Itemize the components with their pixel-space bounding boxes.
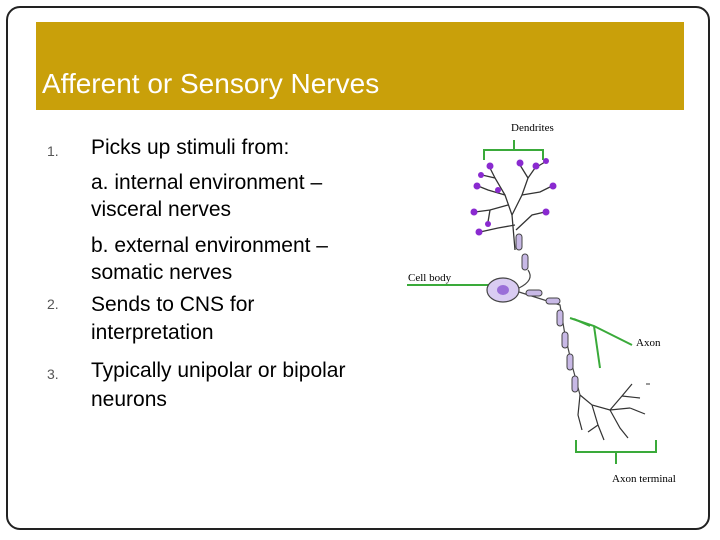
axon-line <box>518 291 581 396</box>
list-item-1-line-3: visceral nerves <box>91 198 232 221</box>
axon-terminal <box>577 383 646 441</box>
slide-title: Afferent or Sensory Nerves <box>42 68 380 99</box>
axon-bracket <box>569 317 633 369</box>
label-axon-terminal: Axon terminal <box>612 473 676 485</box>
list-item-1-line-5: somatic nerves <box>91 261 233 284</box>
list-item-1-line-4: b. external environment – <box>91 234 328 257</box>
list-item-3-line-2: neurons <box>91 388 167 411</box>
list-item-1-line-1: Picks up stimuli from: <box>91 136 290 159</box>
cell-body <box>486 269 531 303</box>
list-item-2-line-1: Sends to CNS for <box>91 293 255 316</box>
list-item-1-line-2: a. internal environment – <box>91 171 323 194</box>
list-item-2-line-2: interpretation <box>91 321 214 344</box>
neuron-diagram: Dendrites Cell body Axon Axon terminal <box>407 122 676 485</box>
list-number-3: 3. <box>47 366 59 382</box>
upper-myelin-segments <box>515 233 529 271</box>
label-dendrites: Dendrites <box>511 122 554 134</box>
title-bar: Afferent or Sensory Nerves <box>36 22 684 110</box>
dendrites-bracket <box>483 140 544 160</box>
dendrite-tips <box>470 158 557 236</box>
axon-myelin-segments <box>525 289 579 393</box>
label-axon: Axon <box>636 337 661 349</box>
dendrites <box>474 161 553 251</box>
list-number-2: 2. <box>47 296 59 312</box>
list-item-3-line-1: Typically unipolar or bipolar <box>91 359 346 382</box>
label-cell-body: Cell body <box>408 272 452 284</box>
axon-terminal-bracket <box>575 440 657 464</box>
list-number-1: 1. <box>47 143 59 159</box>
